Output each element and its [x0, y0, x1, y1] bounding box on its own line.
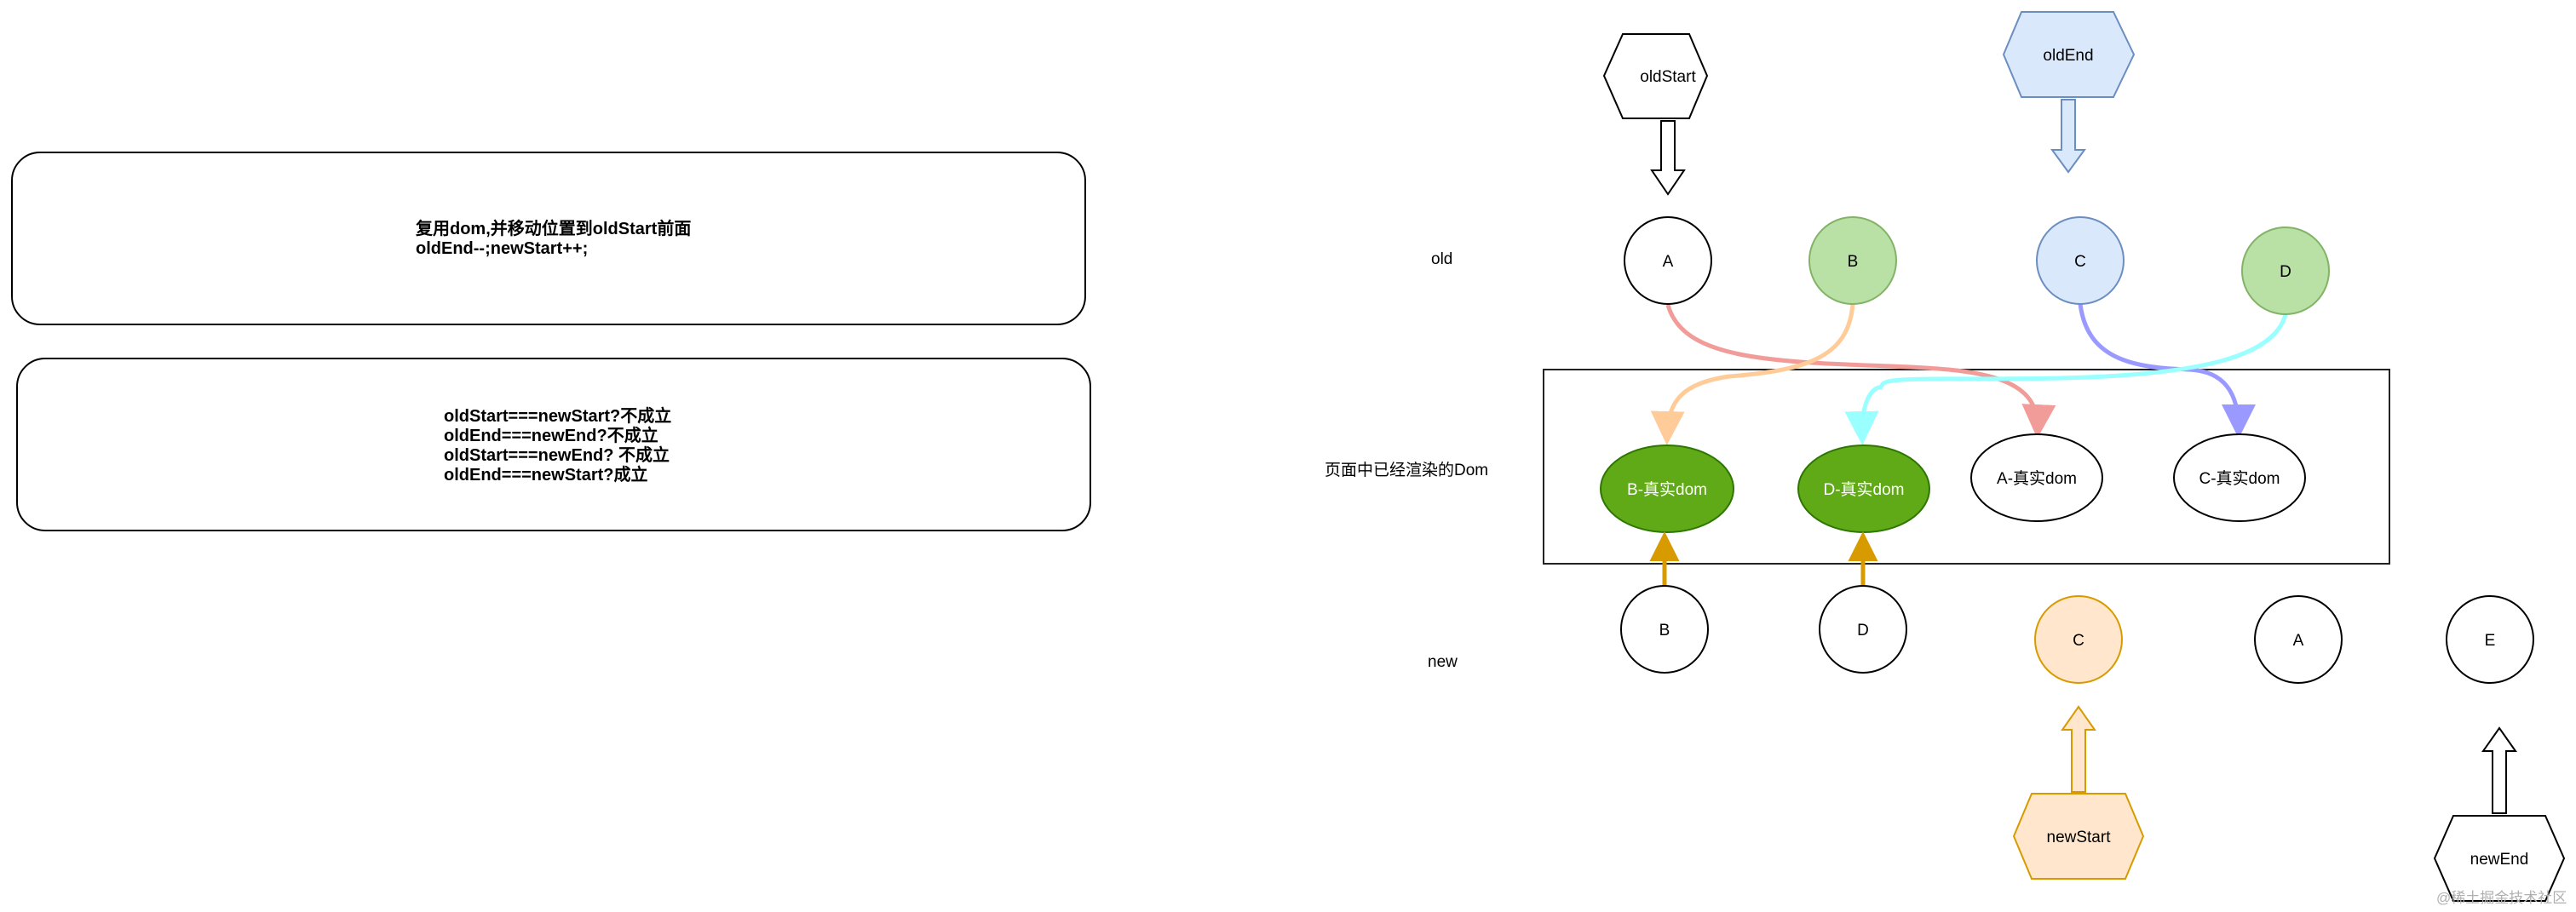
new-node-e	[2446, 595, 2534, 684]
move-arrow-b	[1650, 303, 1855, 445]
old-node-b	[1808, 216, 1897, 305]
note-text-move: 复用dom,并移动位置到oldStart前面 oldEnd--;newStart…	[416, 220, 691, 259]
rendered-dom-frame	[1543, 369, 2390, 565]
note-line: oldEnd===newStart?成立	[444, 466, 648, 485]
row-label-new: new	[1428, 653, 1458, 671]
new-node-c	[2034, 595, 2123, 684]
new-start-arrow	[2061, 705, 2096, 793]
note-text-compare: oldStart===newStart?不成立 oldEnd===newEnd?…	[444, 407, 671, 485]
old-start-arrow	[1650, 120, 1686, 196]
old-start-pointer-hex	[1602, 33, 1709, 119]
old-end-arrow	[2050, 99, 2086, 174]
old-node-c-label: C	[2074, 253, 2086, 271]
old-node-b-label: B	[1848, 253, 1859, 271]
row-label-dom: 页面中已经渲染的Dom	[1325, 462, 1489, 479]
old-end-pointer-hex	[2002, 11, 2136, 98]
dom-node-a-label: A-真实dom	[1997, 469, 2077, 488]
note-line: 复用dom,并移动位置到oldStart前面	[416, 220, 692, 238]
move-arrow-d	[1879, 313, 2288, 389]
note-line: oldEnd--;newStart++;	[416, 239, 589, 258]
new-node-a	[2254, 595, 2343, 684]
dom-node-b-label: B-真实dom	[1627, 480, 1707, 499]
old-end-label: oldEnd	[2043, 47, 2093, 65]
move-arrow-a	[1665, 304, 2056, 439]
old-start-label: oldStart	[1640, 68, 1696, 86]
note-line: oldStart===newEnd? 不成立	[444, 446, 670, 465]
new-start-label: newStart	[2047, 829, 2112, 846]
old-node-d-label: D	[2280, 263, 2291, 281]
note-line: oldStart===newStart?不成立	[444, 407, 672, 426]
old-node-a-label: A	[1663, 253, 1674, 271]
move-arrow-c	[2078, 303, 2256, 439]
move-arrow-d-tail	[1844, 385, 1883, 445]
new-node-d	[1819, 585, 1907, 674]
dom-node-d-label: D-真实dom	[1823, 480, 1904, 499]
note-box-move	[11, 152, 1086, 325]
dom-node-a	[1970, 433, 2103, 522]
dom-node-c-label: C-真实dom	[2199, 469, 2280, 488]
dom-node-c	[2173, 433, 2306, 522]
new-node-d-label: D	[1857, 622, 1869, 640]
new-node-a-label: A	[2293, 632, 2304, 650]
new-end-label: newEnd	[2470, 851, 2529, 869]
new-node-c-label: C	[2073, 632, 2084, 650]
new-node-b-label: B	[1659, 622, 1670, 640]
old-node-d	[2241, 227, 2330, 315]
old-node-c	[2036, 216, 2125, 305]
row-label-old: old	[1431, 250, 1453, 268]
note-box-compare	[16, 358, 1091, 531]
new-end-pointer-hex	[2433, 815, 2566, 902]
new-end-arrow	[2481, 726, 2517, 814]
new-node-b	[1620, 585, 1709, 674]
note-line: oldEnd===newEnd?不成立	[444, 427, 658, 445]
new-start-pointer-hex	[2012, 793, 2145, 880]
new-node-e-label: E	[2485, 632, 2496, 650]
old-node-a	[1624, 216, 1712, 305]
watermark: @稀土掘金技术社区	[2436, 890, 2567, 906]
